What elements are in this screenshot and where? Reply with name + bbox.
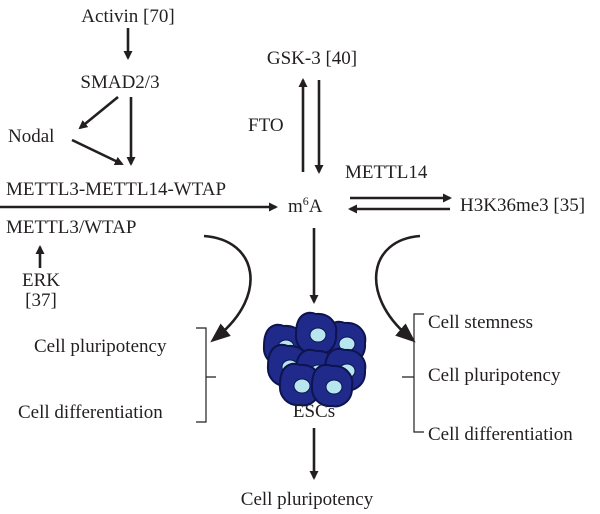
- arrow-nodal-to-complex: [71, 138, 124, 166]
- right-outcome-stemness: Cell stemness: [428, 312, 533, 333]
- esc-cell-nucleus: [293, 378, 311, 394]
- right-bracket: [402, 313, 424, 433]
- smad-label: SMAD2/3: [80, 72, 159, 93]
- h3k36-label: H3K36me3 [35]: [460, 195, 585, 216]
- right-outcome-pluripotency: Cell pluripotency: [428, 365, 561, 386]
- esc-cell-nucleus: [325, 379, 343, 395]
- fto-label: FTO: [248, 115, 284, 136]
- curved-arrow-right: [374, 234, 421, 343]
- mettl14-label: METTL14: [345, 162, 428, 183]
- erk-label: ERK: [22, 270, 60, 291]
- right-outcome-differentiation: Cell differentiation: [428, 424, 573, 445]
- m6a-superscript: 6: [303, 194, 309, 208]
- esc-cell-nucleus: [309, 327, 327, 343]
- esc-cell-cluster: [262, 311, 367, 408]
- left-outcome-pluripotency: Cell pluripotency: [34, 336, 167, 357]
- complex-label: METTL3-METTL14-WTAP: [6, 179, 226, 200]
- left-outcome-differentiation: Cell differentiation: [18, 402, 163, 423]
- arrow-smad-to-nodal: [78, 95, 119, 130]
- curved-arrow-left: [203, 234, 252, 343]
- bottom-outcome-pluripotency: Cell pluripotency: [241, 489, 374, 510]
- gsk3-label: GSK-3 [40]: [267, 48, 357, 69]
- erk-ref-label: [37]: [25, 290, 57, 311]
- m6a-base: m: [288, 196, 303, 217]
- m6a-label: m6A: [288, 194, 323, 217]
- left-bracket: [196, 327, 216, 423]
- activin-label: Activin [70]: [81, 6, 174, 27]
- nodal-label: Nodal: [8, 126, 54, 147]
- escs-label: ESCs: [293, 401, 335, 422]
- mettl3-wtap-label: METTL3/WTAP: [6, 217, 136, 238]
- m6a-end: A: [309, 196, 323, 217]
